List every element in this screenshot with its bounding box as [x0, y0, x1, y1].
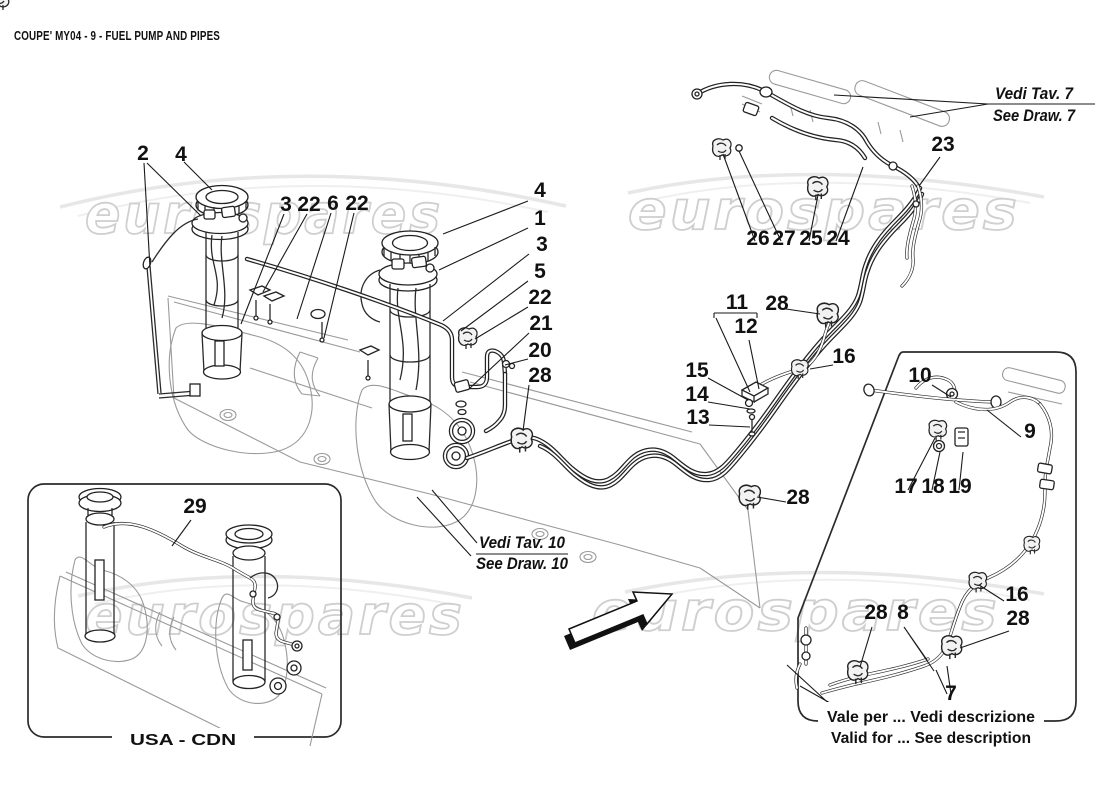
callout-13: 13 [686, 406, 709, 429]
note-validity-it: Vale per ... Vedi descrizione [827, 709, 1035, 726]
callout-6: 6 [327, 192, 339, 215]
notes: Vedi Tav. 7 See Draw. 7 Vedi Tav. 10 See… [476, 84, 1095, 752]
callout-19: 19 [948, 475, 971, 498]
usa-cdn-inset: USA - CDN [27, 483, 342, 749]
note-see-draw10-en: See Draw. 10 [476, 554, 568, 573]
callout-28: 28 [786, 486, 810, 509]
callout-5: 5 [534, 260, 546, 283]
callout-1: 1 [534, 207, 546, 230]
callout-29: 29 [183, 495, 206, 518]
clamp-28 [510, 427, 534, 454]
clamp-17 [928, 419, 948, 442]
bolt-27 [735, 144, 743, 152]
callout-22: 22 [528, 286, 551, 309]
callout-numbers: 2 4 3 22 6 22 4 1 3 5 22 21 20 28 11 12 … [137, 133, 1036, 705]
callout-27: 27 [772, 227, 795, 250]
pipe-clamps [0, 0, 840, 511]
callout-7: 7 [945, 682, 957, 705]
middle-parts [740, 381, 770, 437]
note-see-draw7-it: Vedi Tav. 7 [995, 84, 1074, 103]
callout-28: 28 [864, 601, 888, 624]
callout-16: 16 [1005, 583, 1028, 606]
market-label: USA - CDN [130, 732, 236, 749]
callout-16: 16 [832, 345, 855, 368]
inset-tank [53, 556, 327, 747]
callout-12: 12 [734, 315, 757, 338]
bracket-19 [954, 427, 969, 447]
callout-28: 28 [1006, 607, 1030, 630]
watermark-text: eurospares [85, 183, 443, 246]
callout-17: 17 [894, 475, 917, 498]
clamp-26 [711, 138, 732, 161]
pipe-fittings [451, 359, 516, 461]
callout-2: 2 [137, 142, 149, 165]
callout-4: 4 [175, 143, 187, 166]
fuel-rail-assembly [691, 69, 951, 288]
fuel-tank-outline [167, 295, 761, 609]
callout-8: 8 [897, 601, 909, 624]
callout-14: 14 [685, 383, 709, 406]
callout-28: 28 [765, 292, 789, 315]
callout-22: 22 [297, 193, 320, 216]
callout-26: 26 [746, 227, 769, 250]
callout-22: 22 [345, 192, 368, 215]
note-validity-en: Valid for ... See description [831, 730, 1031, 747]
fuel-pump-left [142, 184, 249, 399]
callout-23: 23 [931, 133, 954, 156]
leader-lines [143, 94, 1022, 713]
validity-backing [818, 702, 1044, 752]
inset-pump-right [225, 524, 302, 695]
direction-arrow [564, 591, 674, 650]
callout-9: 9 [1024, 420, 1036, 443]
watermark-text: eurospares [592, 580, 1000, 643]
watermarks: eurospares eurospares eurospares eurospa… [59, 172, 1045, 648]
callout-18: 18 [921, 475, 945, 498]
callout-24: 24 [826, 227, 850, 250]
nut-18 [932, 439, 946, 453]
tank-top-brackets [248, 285, 381, 381]
page-title: COUPE' MY04 - 9 - FUEL PUMP AND PIPES [14, 29, 220, 43]
callout-15: 15 [685, 359, 709, 382]
callout-10: 10 [908, 364, 931, 387]
callout-25: 25 [799, 227, 823, 250]
note-see-draw7-en: See Draw. 7 [993, 106, 1076, 125]
right-inset [794, 351, 1077, 722]
fuel-pipes-main [244, 185, 925, 490]
callout-3: 3 [280, 193, 292, 216]
callout-20: 20 [528, 339, 551, 362]
callout-21: 21 [529, 312, 553, 335]
inset-pump-left [78, 487, 122, 643]
callout-3: 3 [536, 233, 548, 256]
clamp-28 [940, 635, 963, 660]
note-see-draw10-it: Vedi Tav. 10 [479, 533, 565, 552]
callout-28: 28 [528, 364, 552, 387]
label-gap [112, 728, 254, 746]
callout-4: 4 [534, 179, 546, 202]
callout-11: 11 [726, 291, 749, 314]
fuel-pump-right [360, 230, 439, 461]
